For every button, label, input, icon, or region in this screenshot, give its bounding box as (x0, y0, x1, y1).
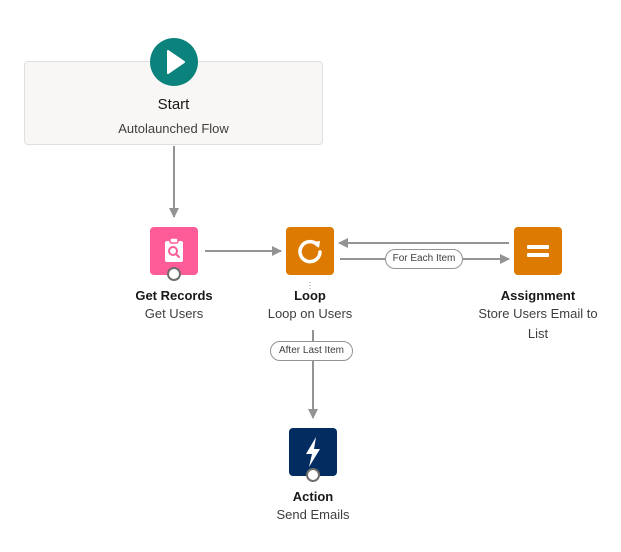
play-icon (167, 50, 185, 74)
for-each-item-label[interactable]: For Each Item (385, 249, 463, 269)
get-records-subtitle: Get Users (144, 306, 204, 321)
assignment-subtitle-line1: Store Users Email to (478, 306, 598, 321)
loop-node[interactable] (286, 227, 334, 275)
loop-subtitle: Loop on Users (267, 306, 353, 321)
get-records-title: Get Records (135, 288, 213, 303)
clipboard-search-icon (165, 237, 183, 262)
equals-icon (527, 245, 549, 257)
get-records-node[interactable] (150, 227, 198, 275)
start-subtitle: Autolaunched Flow (118, 121, 229, 136)
assignment-subtitle-line2: List (527, 326, 549, 341)
assignment-node[interactable] (514, 227, 562, 275)
assignment-title: Assignment (500, 288, 576, 303)
get-records-connector-dot[interactable] (167, 267, 181, 281)
action-title: Action (292, 489, 334, 504)
after-last-item-label[interactable]: After Last Item (270, 341, 353, 361)
action-subtitle: Send Emails (276, 507, 350, 522)
loop-icon (298, 239, 322, 264)
action-connector-dot[interactable] (306, 468, 320, 482)
lightning-icon (306, 437, 320, 467)
loop-title: Loop (294, 288, 326, 303)
start-title: Start (157, 96, 190, 113)
start-node[interactable] (150, 38, 198, 86)
